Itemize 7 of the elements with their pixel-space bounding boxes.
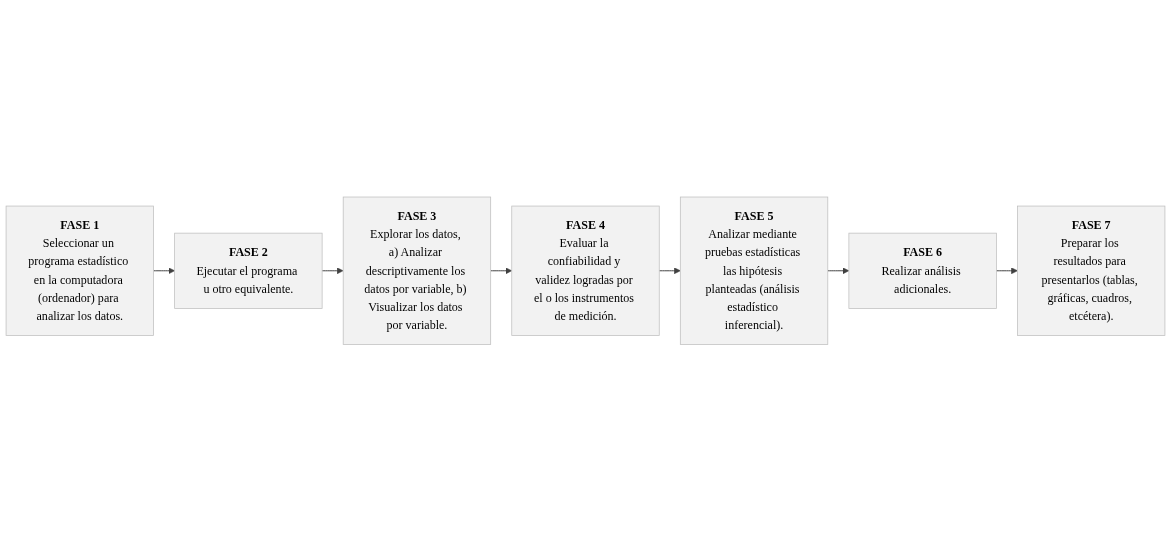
node-box: FASE 6 Realizar análisis adicionales. <box>848 232 997 309</box>
node-box: FASE 3 Explorar los datos, a) Analizar descriptivamente los datos por variable, b) Visualizar los datos por variable. <box>342 196 492 345</box>
node-box: FASE 7 Preparar los resultados para presentarlos (tablas, gráficas, cuadros, etcétera). <box>1017 205 1166 336</box>
node-box: FASE 1 Seleccionar un programa estadístico en la computadora (ordenador) para analizar los datos. <box>5 205 154 336</box>
node-box: FASE 4 Evaluar la confiabilidad y validez logradas por el o los instrumentos de medición. <box>511 205 660 336</box>
node-box: FASE 2 Ejecutar el programa u otro equivalente. <box>174 232 323 309</box>
node-box: FASE 5 Analizar mediante pruebas estadísticas las hipótesis planteadas (análisis estadístico inferencial). <box>679 196 829 345</box>
